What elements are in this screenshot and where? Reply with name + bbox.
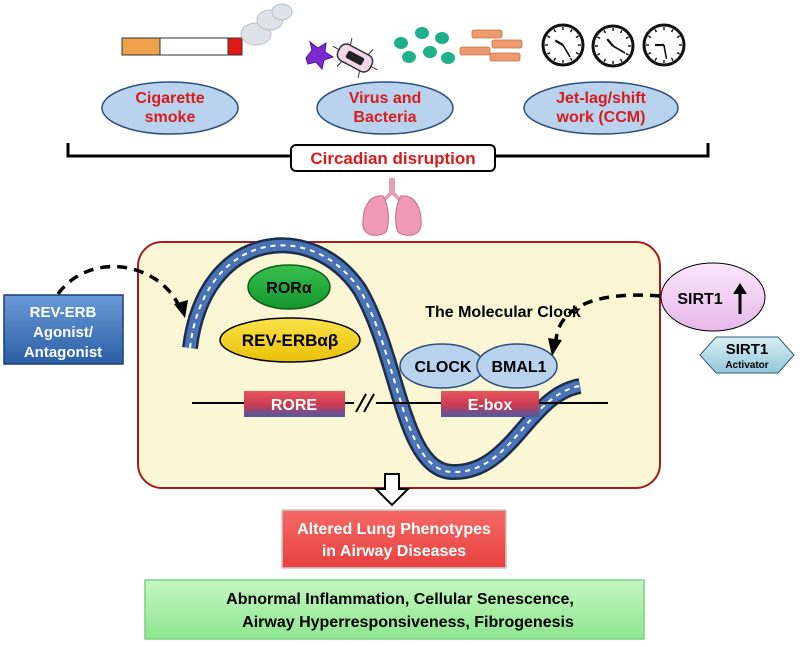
sirt1-label: SIRT1 — [677, 291, 722, 308]
outcomes-line2: Airway Hyperresponsiveness, Fibrogenesis — [242, 614, 574, 631]
sirt1-activator-hexagon — [699, 336, 795, 374]
cause-jetlag-line1: Jet-lag/shift — [556, 90, 646, 107]
ror-alpha-oval — [247, 264, 331, 310]
sirt1-activator-label: SIRT1 — [726, 341, 769, 358]
dashed-arrow-rev-erb — [56, 264, 182, 309]
ror-alpha-label: RORα — [266, 280, 312, 297]
smoke-icon — [240, 3, 293, 46]
ebox-segment — [441, 391, 539, 417]
clock-icon — [642, 23, 686, 67]
cause-virus: Virus and Bacteria — [316, 81, 454, 135]
ebox-label: E-box — [468, 397, 513, 414]
cause-jetlag-line2: work (CCM) — [556, 109, 646, 126]
dashed-arrow-sirt1 — [554, 293, 661, 341]
dna-break-icon — [354, 393, 376, 413]
disruption-label: Circadian disruption — [310, 149, 475, 168]
bmal1-oval — [476, 343, 558, 389]
disruption-box — [290, 144, 496, 172]
phenotype-line1: Altered Lung Phenotypes — [297, 521, 491, 538]
rev-erb-oval — [219, 317, 361, 363]
bacteria-dots-icon — [394, 27, 455, 64]
cause-jetlag: Jet-lag/shift work (CCM) — [523, 81, 679, 135]
clock-icon — [541, 23, 585, 67]
cause-virus-line2: Bacteria — [353, 109, 416, 126]
rod-bacteria-icon — [459, 29, 523, 62]
bmal1-label: BMAL1 — [491, 359, 546, 376]
rev-erb-label: REV-ERBαβ — [242, 331, 338, 350]
rev-erb-agonist-box — [3, 294, 124, 365]
cigarette-icon — [121, 37, 243, 56]
cause-cigarette-line1: Cigarette — [135, 90, 204, 107]
lungs-icon — [362, 178, 422, 236]
dashed-arrow-rev-erb-head — [174, 300, 188, 318]
sirt1-activator-sublabel: Activator — [725, 360, 768, 371]
rev-erb-agonist-line1: REV-ERB — [30, 304, 97, 321]
rore-segment — [244, 391, 345, 417]
molecular-clock-title: The Molecular Clock — [425, 304, 581, 321]
cause-virus-line1: Virus and — [349, 90, 422, 107]
rev-erb-agonist-line2: Agonist/ — [33, 324, 94, 341]
arrow-down-2 — [373, 473, 411, 507]
outcomes-line1: Abnormal Inflammation, Cellular Senescen… — [226, 591, 574, 608]
cause-cigarette: Cigarette smoke — [101, 81, 239, 135]
brace — [66, 143, 710, 158]
up-arrow-icon — [733, 283, 747, 314]
clock-icon — [591, 24, 635, 68]
clock-icons — [541, 23, 686, 68]
rev-erb-agonist-line3: Antagonist — [24, 344, 102, 361]
dashed-arrow-sirt1-head — [548, 338, 562, 356]
phenotype-box — [281, 509, 507, 569]
helix-band — [182, 237, 582, 481]
phenotype-line2: in Airway Diseases — [322, 543, 466, 560]
rore-label: RORE — [271, 397, 318, 414]
cause-cigarette-line2: smoke — [145, 109, 196, 126]
microbe-icon — [305, 38, 378, 78]
clock-label: CLOCK — [415, 359, 472, 376]
outcomes-box — [144, 579, 645, 640]
